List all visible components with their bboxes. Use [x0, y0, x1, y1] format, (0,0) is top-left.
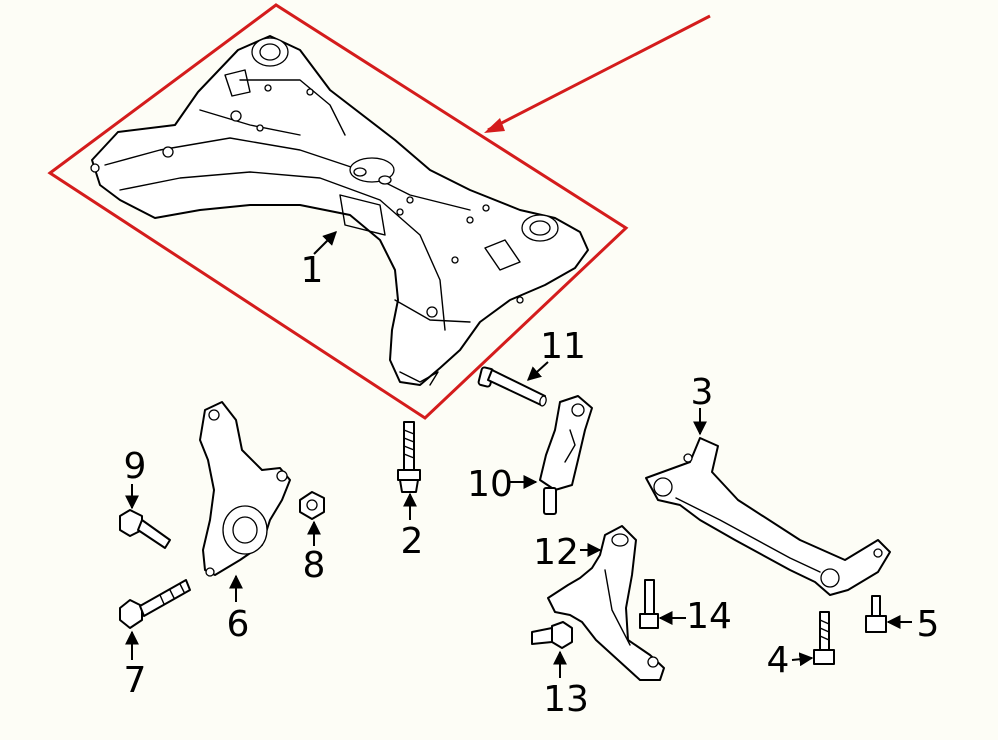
bolt-part-2[interactable] [397, 421, 421, 493]
bolt-part-14[interactable] [639, 579, 659, 629]
callout-8: 8 [303, 545, 326, 586]
highlight-box [47, 3, 629, 420]
callout-6: 6 [227, 604, 250, 645]
callout-2: 2 [401, 521, 424, 562]
subframe-part[interactable] [90, 35, 589, 386]
callout-1: 1 [301, 250, 324, 291]
bolt-part-7[interactable] [119, 579, 191, 629]
bolt-part-5[interactable] [865, 595, 887, 633]
callout-13: 13 [543, 679, 589, 720]
highlight-arrow [487, 14, 711, 132]
callout-14: 14 [686, 596, 732, 637]
brace-part-3[interactable] [645, 437, 891, 596]
callout-3: 3 [691, 372, 714, 413]
callout-labels: 1 11 3 10 2 9 8 6 7 12 13 14 4 5 [124, 250, 940, 720]
bolt-part-4[interactable] [813, 611, 835, 665]
callout-12: 12 [533, 532, 579, 573]
callout-10: 10 [467, 464, 513, 505]
callout-7: 7 [124, 660, 147, 701]
bolt-part-9[interactable] [119, 509, 171, 549]
callout-4: 4 [767, 640, 790, 681]
callout-5: 5 [917, 604, 940, 645]
leader-11 [526, 361, 549, 381]
bolt-part-11[interactable] [477, 366, 547, 407]
callout-11: 11 [540, 326, 586, 367]
control-arm-part-12[interactable] [547, 525, 665, 681]
nut-part-8[interactable] [299, 491, 325, 520]
leader-1 [313, 231, 337, 255]
link-part-10[interactable] [539, 395, 593, 515]
leader-4 [791, 652, 814, 667]
callout-9: 9 [124, 446, 147, 487]
knuckle-part-6[interactable] [199, 401, 291, 577]
highlight-arrowhead [484, 118, 505, 133]
leader-lines [125, 231, 912, 678]
bolt-part-13[interactable] [531, 621, 573, 649]
